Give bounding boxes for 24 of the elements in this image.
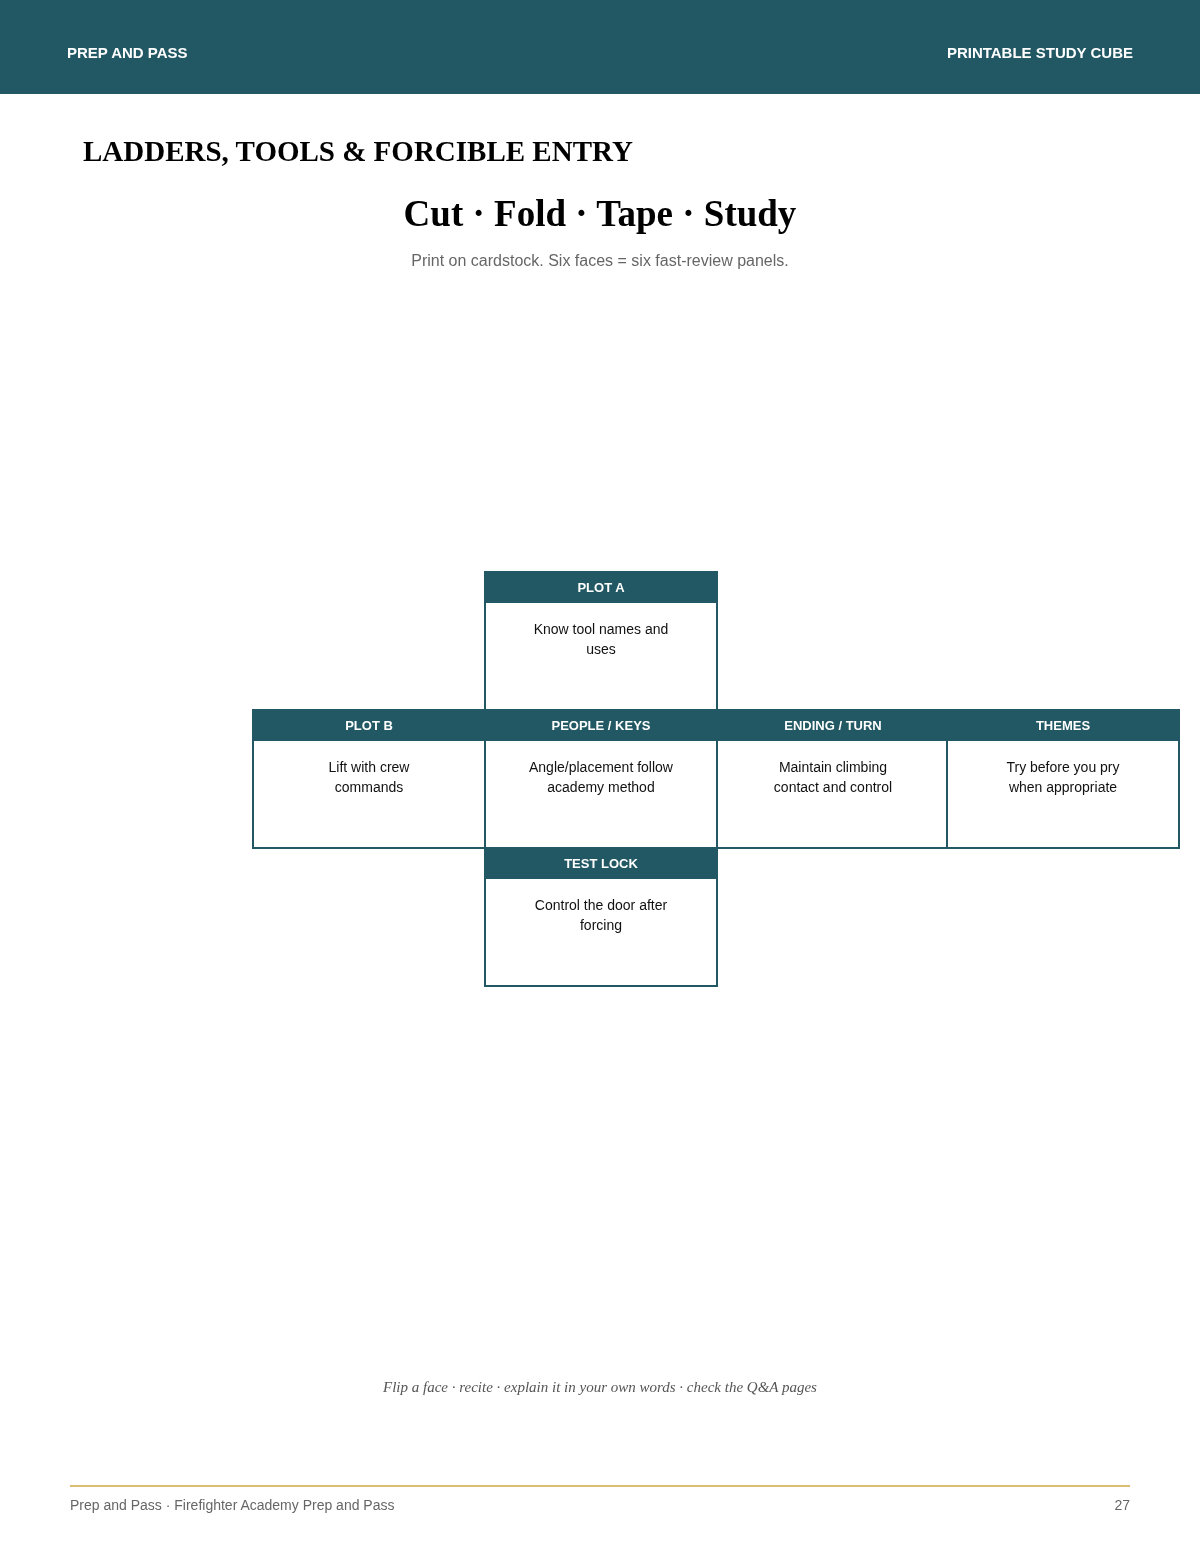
face-title: ENDING / TURN xyxy=(718,711,948,741)
footer-note: Flip a face · recite · explain it in your own words · check the Q&A pages xyxy=(383,1379,817,1395)
section-heading: LADDERS, TOOLS & FORCIBLE ENTRY xyxy=(83,134,633,169)
face-title: TEST LOCK xyxy=(486,849,716,879)
face-text: Angle/placement follow academy method xyxy=(528,758,674,797)
face-text: Try before you pry when appropriate xyxy=(1005,758,1121,797)
face-text: Know tool names and uses xyxy=(532,620,670,659)
cube-face xyxy=(484,847,718,987)
cube-face xyxy=(946,709,1180,849)
face-text: Maintain climbing contact and control xyxy=(772,758,894,797)
subtitle: Print on cardstock. Six faces = six fast-review panels. xyxy=(411,252,789,269)
face-title: PLOT A xyxy=(486,573,716,603)
page-number: 27 xyxy=(1114,1496,1130,1514)
face-title: PLOT B xyxy=(254,711,484,741)
cube-face xyxy=(252,709,486,849)
page-title: Cut · Fold · Tape · Study xyxy=(403,193,797,234)
face-text: Lift with crew commands xyxy=(327,758,411,797)
face-text: Control the door after forcing xyxy=(533,896,669,935)
running-header: PREP AND PASS xyxy=(67,44,188,62)
cube-face xyxy=(484,571,718,711)
footer-text: Prep and Pass · Firefighter Academy Prep and Pass xyxy=(70,1496,395,1514)
face-title: THEMES xyxy=(948,711,1178,741)
running-header: PRINTABLE STUDY CUBE xyxy=(946,44,1133,62)
face-title: PEOPLE / KEYS xyxy=(486,711,716,741)
